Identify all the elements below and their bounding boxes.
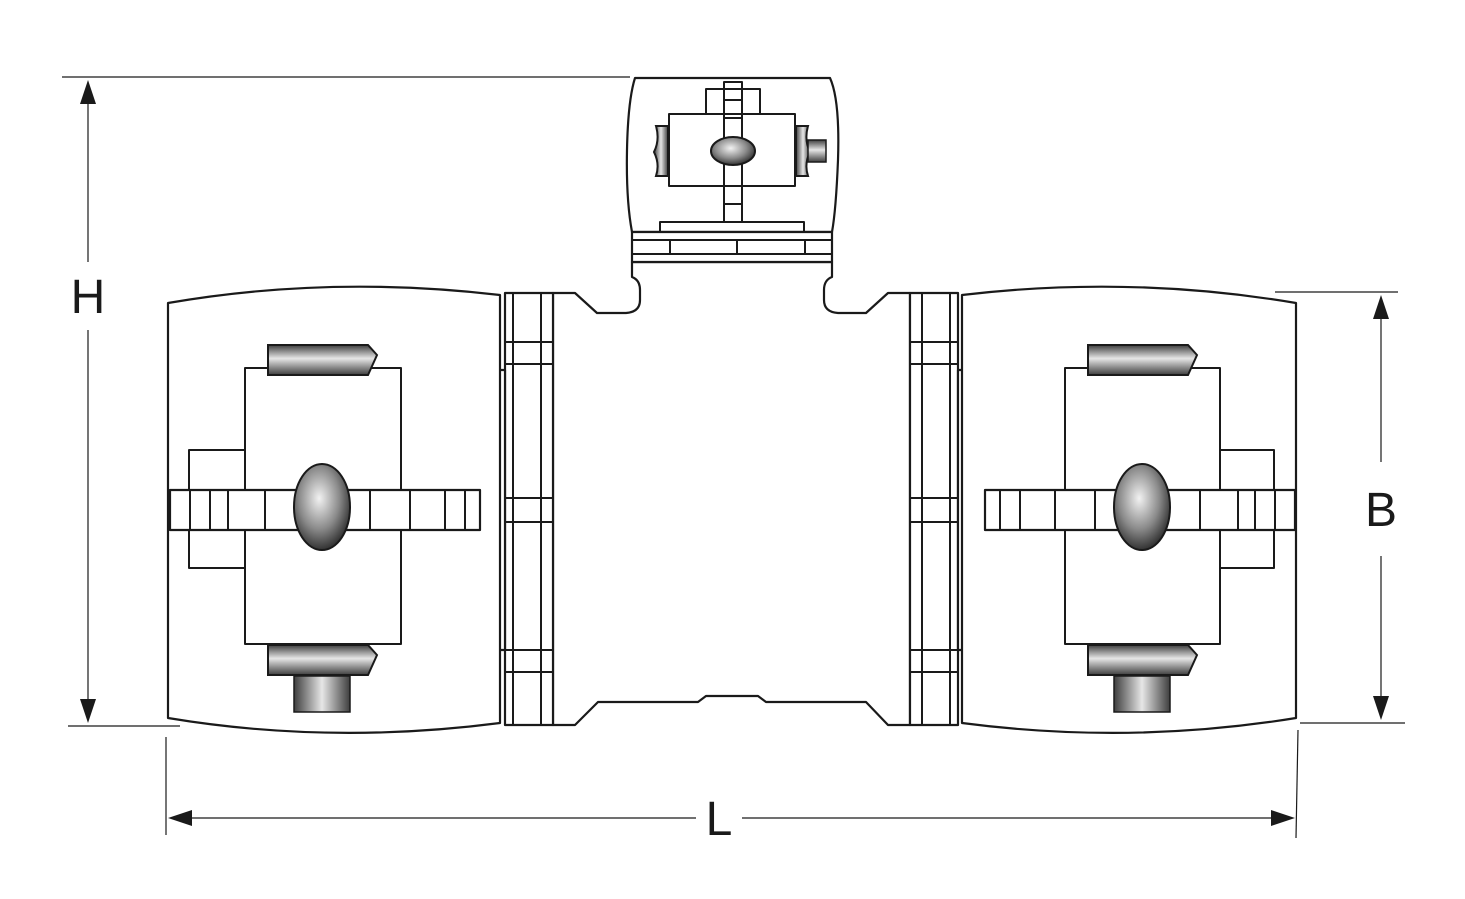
height-label: H <box>71 271 106 324</box>
dimension-l: L <box>165 729 1299 846</box>
branch-outlet <box>625 76 840 264</box>
right-end-cap <box>960 285 1298 734</box>
dimension-h: H <box>62 76 630 727</box>
tee-central-body <box>551 260 912 727</box>
body-diameter-label: B <box>1365 484 1397 537</box>
left-end-cap <box>166 285 502 734</box>
dimension-b: B <box>1275 291 1405 724</box>
length-label: L <box>706 793 733 846</box>
